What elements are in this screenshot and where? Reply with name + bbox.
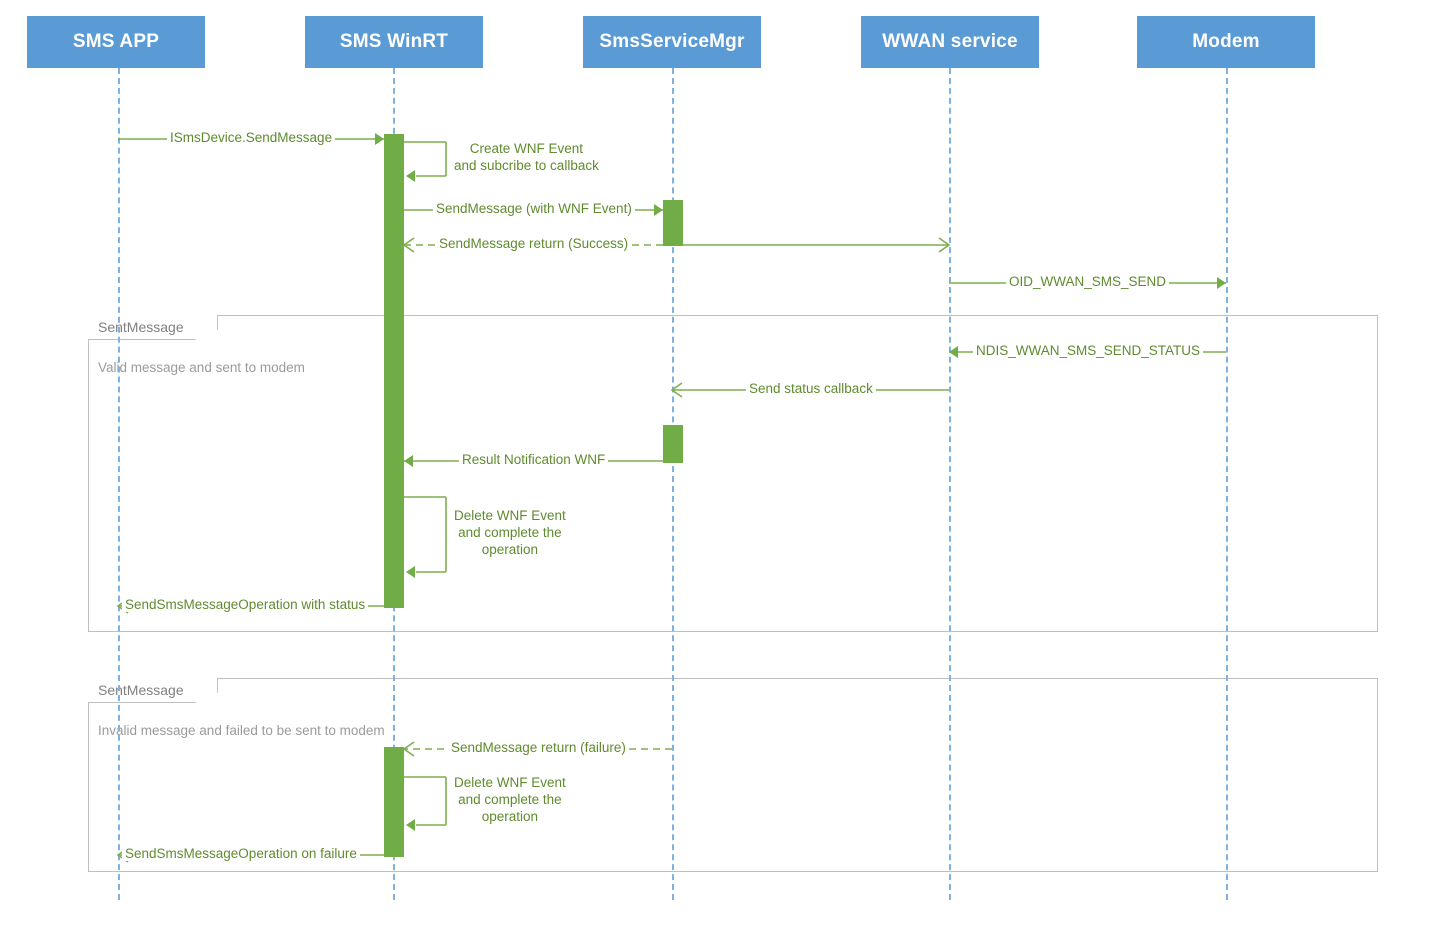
message-label-send-status-callback: Send status callback	[746, 381, 876, 396]
message-label-sendmessage-return-success: SendMessage return (Success)	[436, 236, 632, 251]
activation-bar-sms-winrt-failure	[384, 747, 404, 857]
self-call-note-delete-wnf-event-success: Delete WNF Event and complete the operat…	[454, 508, 566, 557]
lifeline-header-wwan-service[interactable]: WWAN service	[861, 16, 1039, 68]
activation-bar-smsservicemgr-callback	[663, 425, 683, 463]
message-label-oid-wwan-sms-send: OID_WWAN_SMS_SEND	[1006, 274, 1170, 289]
lifeline-header-smsservicemgr[interactable]: SmsServiceMgr	[583, 16, 761, 68]
message-label-sendsmsmessageoperation-with-status: SendSmsMessageOperation with status	[122, 597, 369, 612]
lifeline-smsservicemgr	[672, 68, 674, 900]
lifeline-header-label: SMS APP	[72, 31, 160, 52]
self-call-note-create-wnf-event: Create WNF Event and subcribe to callbac…	[454, 141, 599, 173]
message-label-result-notification-wnf: Result Notification WNF	[459, 452, 609, 467]
message-label-sendmessage-with-wnf-event: SendMessage (with WNF Event)	[433, 201, 635, 216]
fragment-description: Invalid message and failed to be sent to…	[98, 723, 385, 738]
self-call-note-delete-wnf-event-failure: Delete WNF Event and complete the operat…	[454, 774, 566, 824]
message-label-sendmessage-return-failure: SendMessage return (failure)	[448, 740, 629, 755]
message-label-sendsmsmessageoperation-on-failure: SendSmsMessageOperation on failure	[122, 846, 360, 861]
fragment-box-sentmessage-success	[88, 315, 1378, 632]
lifeline-modem	[1226, 68, 1228, 900]
message-label-ndis-wwan-sms-send-status: NDIS_WWAN_SMS_SEND_STATUS	[973, 343, 1204, 358]
lifeline-header-modem[interactable]: Modem	[1137, 16, 1315, 68]
lifeline-wwan-service	[949, 68, 951, 900]
message-label-ismsdevice-sendmessage: ISmsDevice.SendMessage	[167, 130, 336, 145]
lifeline-sms-app	[118, 68, 120, 900]
lifeline-header-label: Modem	[1192, 31, 1260, 52]
lifeline-header-label: WWAN service	[882, 31, 1018, 52]
lifeline-header-sms-app[interactable]: SMS APP	[27, 16, 205, 68]
activation-bar-smsservicemgr-send	[663, 200, 683, 246]
lifeline-header-label: SmsServiceMgr	[599, 31, 745, 52]
lifeline-header-label: SMS WinRT	[339, 31, 449, 52]
activation-bar-sms-winrt-main	[384, 134, 404, 608]
lifeline-header-sms-winrt[interactable]: SMS WinRT	[305, 16, 483, 68]
fragment-description: Valid message and sent to modem	[98, 360, 305, 375]
fragment-box-sentmessage-failure	[88, 678, 1378, 872]
